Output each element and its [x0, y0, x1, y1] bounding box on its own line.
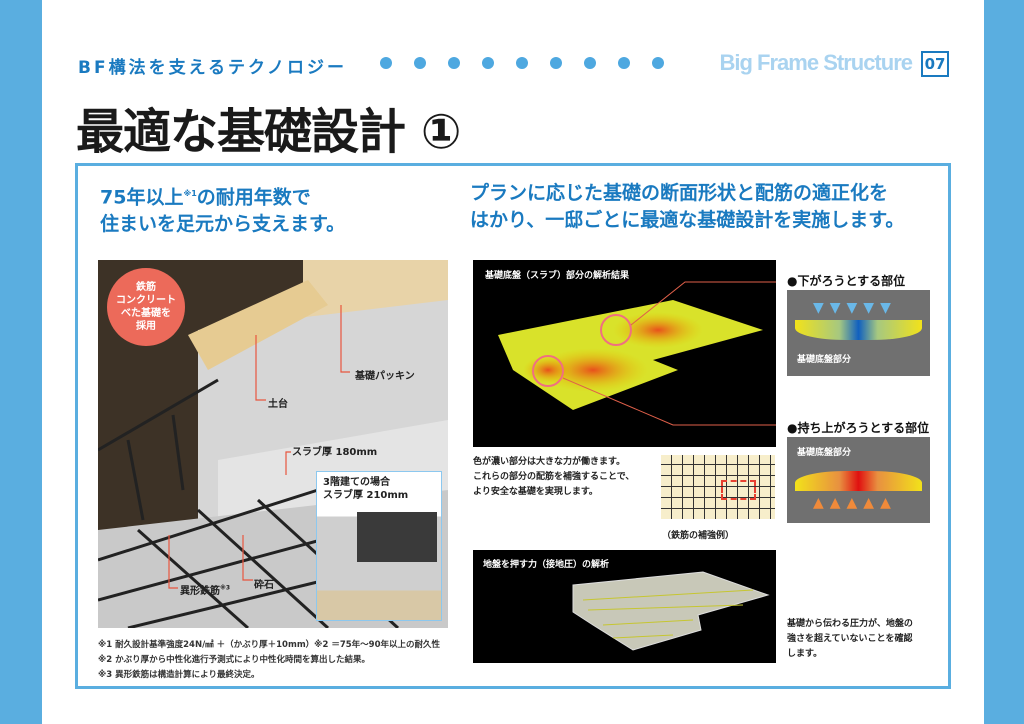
label-sill: 土台 [268, 399, 288, 410]
slab-analysis-image: 基礎底盤（スラブ）部分の解析結果 [473, 260, 776, 447]
rebar-example-caption: （鉄筋の補強例） [662, 531, 735, 541]
sinking-area-title: ●下がろうとする部位 [787, 274, 906, 288]
up-arrows-icon: ▲▲▲▲▲ [813, 495, 897, 511]
rebar-reinforcement-example-image [661, 455, 775, 519]
sinking-label: 基礎底盤部分 [797, 355, 852, 365]
ground-pressure-explanation: 基礎から伝わる圧力が、地盤の強さを超えていないことを確認します。 [787, 619, 913, 659]
ground-pressure-model [572, 571, 770, 651]
content-frame [75, 163, 951, 689]
reinforced-area [721, 480, 756, 500]
slab-analysis-caption: 基礎底盤（スラブ）部分の解析結果 [485, 271, 630, 281]
label-slab-thickness: スラブ厚 180mm [292, 447, 378, 458]
label-gravel: 砕石 [254, 580, 274, 591]
lifting-label: 基礎底盤部分 [797, 448, 852, 458]
slab-heatmap [498, 281, 776, 426]
footnote-2: ※2 かぶり厚から中性化進行予測式により中性化時間を算出した結果。 [98, 655, 370, 665]
label-rebar: 異形鉄筋※3 [180, 584, 231, 597]
label-foundation-packing: 基礎パッキン [355, 371, 415, 382]
three-story-inset: 3階建ての場合スラブ厚 210mm [316, 471, 442, 621]
left-heading: 75年以上※1の耐用年数で 住まいを足元から支えます。 [100, 186, 346, 236]
footnote-3: ※3 異形鉄筋は構造計算により最終決定。 [98, 670, 260, 680]
ground-pressure-image: 地盤を押す力（接地圧）の解析 [473, 550, 776, 663]
lifting-area-title: ●持ち上がろうとする部位 [787, 421, 930, 435]
rc-mat-foundation-badge: 鉄筋コンクリートべた基礎を採用 [107, 268, 185, 346]
slab-bending-down [795, 320, 922, 340]
sinking-diagram: ▼▼▼▼▼ 基礎底盤部分 [787, 290, 930, 376]
thick-slab-wall [357, 512, 437, 562]
section-kicker: BF構法を支えるテクノロジー [78, 58, 348, 78]
dot-divider [380, 57, 664, 69]
lifting-diagram: 基礎底盤部分 ▲▲▲▲▲ [787, 437, 930, 523]
down-arrows-icon: ▼▼▼▼▼ [813, 300, 897, 316]
reinforcement-explanation: 色が濃い部分は大きな力が働きます。これらの部分の配筋を補強することで、より安全な… [473, 457, 635, 497]
left-margin-bar [0, 0, 42, 724]
slab-bending-up [795, 471, 922, 491]
ground-pressure-caption: 地盤を押す力（接地圧）の解析 [483, 560, 610, 570]
right-heading: プランに応じた基礎の断面形状と配筋の適正化をはかり、一邸ごとに最適な基礎設計を実… [470, 182, 905, 231]
brand-name: Big Frame Structure [719, 50, 913, 75]
page-number: 07 [921, 51, 949, 77]
footnote-1: ※1 耐久設計基準強度24N/㎟ ＋（かぶり厚＋10mm）※2 ＝75年～90年… [98, 640, 440, 650]
page-title: 最適な基礎設計 ① [76, 104, 461, 160]
right-margin-bar [984, 0, 1024, 724]
